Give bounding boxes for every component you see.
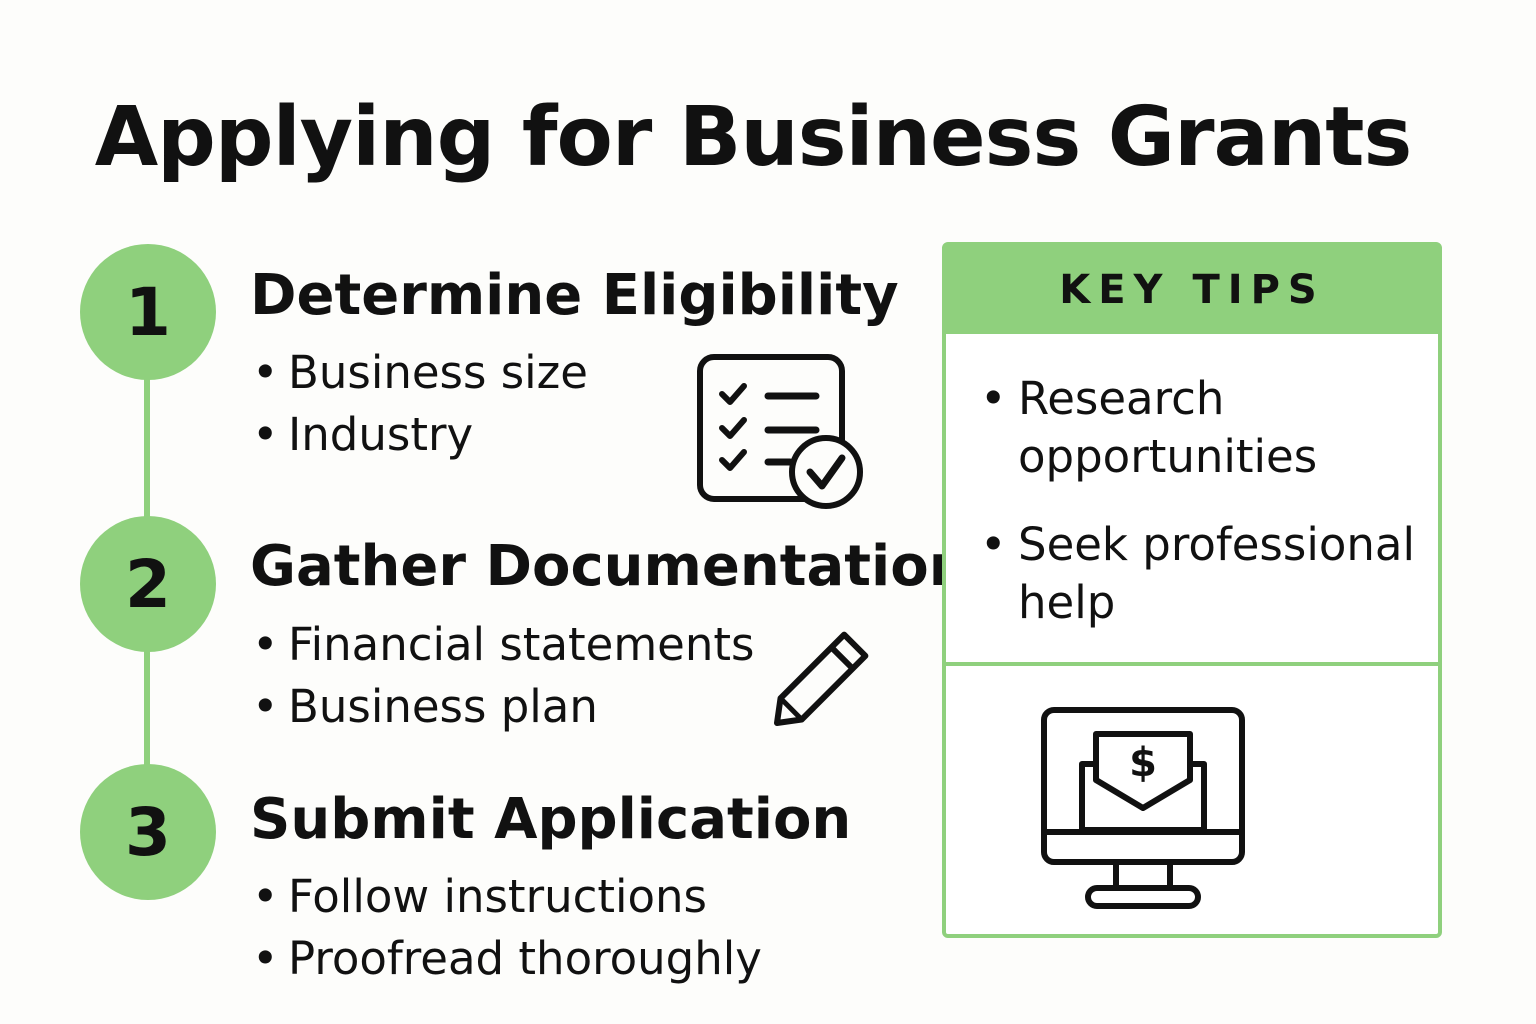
pencil-icon [773,631,869,727]
page-title: Applying for Business Grants [94,90,1413,185]
svg-text:$: $ [1129,740,1157,786]
tip-item: • Research opportunities [980,370,1430,486]
step-2-number: 2 [125,545,171,623]
key-tips-header: KEY TIPS [946,246,1438,334]
step-1-title: Determine Eligibility [250,263,899,328]
key-tips-heading: KEY TIPS [1059,267,1325,313]
tip-item: • Seek professional help [980,516,1430,632]
tip-text: Research opportunities [1018,372,1318,483]
step-connector-1-2 [144,370,150,520]
step-2-bullet-list: Financial statements Business plan [252,614,754,738]
step-1-bullet: Industry [252,404,588,466]
tips-divider [946,662,1438,666]
step-connector-2-3 [144,642,150,766]
computer-envelope-dollar-icon: $ [1041,707,1245,909]
step-1-number-badge: 1 [80,244,216,380]
step-3-bullet: Follow instructions [252,866,762,928]
key-tips-panel: KEY TIPS • Research opportunities • Seek… [942,242,1442,938]
step-3-number-badge: 3 [80,764,216,900]
step-3-number: 3 [125,793,171,871]
tip-text: Seek professional help [1018,518,1415,629]
step-2-bullet: Financial statements [252,614,754,676]
tip-bullet: • [980,372,1007,425]
step-3-bullet-list: Follow instructions Proofread thoroughly [252,866,762,990]
step-3-bullet: Proofread thoroughly [252,928,762,990]
tip-bullet: • [980,518,1007,571]
step-1-bullet-list: Business size Industry [252,342,588,466]
step-1-number: 1 [125,273,171,351]
step-2-title: Gather Documentation [250,534,969,599]
step-3-title: Submit Application [250,787,852,852]
checklist-icon [697,354,863,509]
step-2-bullet: Business plan [252,676,754,738]
step-2-number-badge: 2 [80,516,216,652]
step-1-bullet: Business size [252,342,588,404]
